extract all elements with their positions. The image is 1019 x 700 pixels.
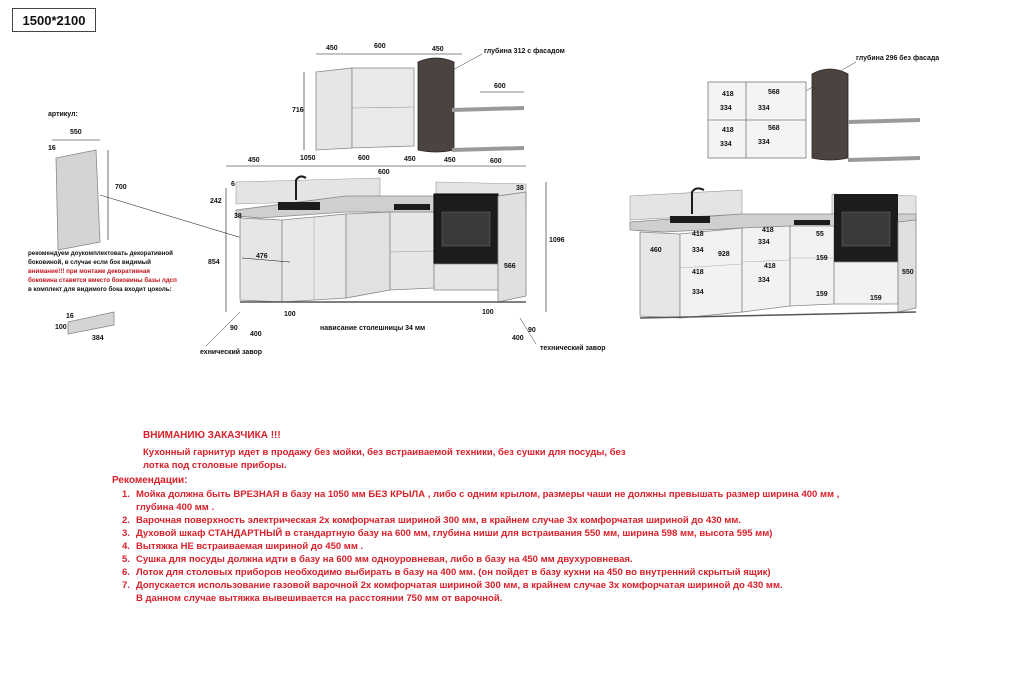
svg-text:334: 334 bbox=[758, 277, 770, 284]
svg-text:334: 334 bbox=[720, 105, 732, 112]
svg-text:334: 334 bbox=[720, 141, 732, 148]
svg-text:566: 566 bbox=[504, 263, 516, 270]
list-item: 2.Варочная поверхность электрическая 2х … bbox=[122, 515, 742, 526]
svg-text:418: 418 bbox=[722, 91, 734, 98]
tech-gap-right-label: технический завор bbox=[540, 344, 606, 352]
base-cabinet-right bbox=[497, 191, 527, 303]
svg-text:450: 450 bbox=[248, 157, 260, 164]
panel-thickness-dim: 16 bbox=[48, 145, 56, 152]
svg-text:38: 38 bbox=[234, 213, 242, 220]
svg-text:450: 450 bbox=[444, 157, 456, 164]
upper-cabinet-left bbox=[315, 67, 353, 151]
svg-text:600: 600 bbox=[494, 83, 506, 90]
svg-text:568: 568 bbox=[768, 125, 780, 132]
list-item: 1.Мойка должна быть ВРЕЗНАЯ в базу на 10… bbox=[122, 489, 840, 500]
svg-text:242: 242 bbox=[210, 198, 222, 205]
svg-text:450: 450 bbox=[326, 45, 338, 52]
upper-cabinet-middle bbox=[351, 67, 415, 149]
kitchen-drawings: артикул: 550 16 700 16 100 384 450 600 4… bbox=[48, 43, 939, 356]
svg-text:600: 600 bbox=[490, 158, 502, 165]
depth-label-front: глубина 312 с фасадом bbox=[484, 47, 565, 55]
svg-text:1050: 1050 bbox=[300, 155, 316, 162]
kitchen-front-view: 450 600 450 глубина 312 с фасадом 716 60… bbox=[200, 43, 606, 356]
svg-text:159: 159 bbox=[816, 255, 828, 262]
svg-text:400: 400 bbox=[250, 331, 262, 338]
side-panel-notes: рекомендуем доукомплектовать декоративно… bbox=[28, 250, 177, 293]
svg-text:600: 600 bbox=[358, 155, 370, 162]
svg-text:450: 450 bbox=[404, 156, 416, 163]
base-cabinet-middle bbox=[345, 211, 391, 299]
chimney-hood-open bbox=[811, 68, 849, 161]
svg-text:400: 400 bbox=[512, 335, 524, 342]
svg-text:568: 568 bbox=[768, 89, 780, 96]
svg-text:334: 334 bbox=[758, 139, 770, 146]
svg-text:55: 55 bbox=[816, 231, 824, 238]
list-item: 5.Сушка для посуды должна идти в базу на… bbox=[122, 554, 633, 565]
plinth-piece bbox=[67, 311, 115, 335]
svg-text:928: 928 bbox=[718, 251, 730, 258]
svg-text:334: 334 bbox=[692, 247, 704, 254]
kitchen-open-view: глубина 296 без фасада 418 568 334 334 4… bbox=[629, 54, 939, 319]
svg-text:334: 334 bbox=[758, 105, 770, 112]
size-title: 1500*2100 bbox=[12, 8, 96, 32]
list-item: 6.Лоток для столовых приборов необходимо… bbox=[122, 567, 771, 578]
overhang-label: нависание столешницы 34 мм bbox=[320, 325, 425, 332]
plinth-width-dim: 384 bbox=[92, 335, 104, 342]
svg-text:6: 6 bbox=[231, 181, 235, 188]
svg-text:334: 334 bbox=[692, 289, 704, 296]
svg-text:600: 600 bbox=[378, 169, 390, 176]
sink bbox=[278, 202, 320, 210]
chimney-hood bbox=[417, 57, 455, 153]
base-cabinet-corner-side bbox=[239, 217, 283, 303]
faucet bbox=[295, 175, 307, 200]
open-shelf-top bbox=[452, 106, 524, 112]
svg-text:334: 334 bbox=[758, 239, 770, 246]
svg-text:550: 550 bbox=[902, 269, 914, 276]
recommendations-list: 1.Мойка должна быть ВРЕЗНАЯ в базу на 10… bbox=[122, 488, 902, 605]
svg-text:418: 418 bbox=[722, 127, 734, 134]
plinth-height-dim: 100 bbox=[55, 324, 67, 331]
open-shelf-bottom bbox=[452, 146, 524, 152]
list-item: 3.Духовой шкаф СТАНДАРТНЫЙ в стандартную… bbox=[122, 528, 773, 539]
list-item: 4.Вытяжка НЕ встраиваемая шириной до 450… bbox=[122, 541, 364, 552]
svg-text:450: 450 bbox=[432, 46, 444, 53]
svg-text:90: 90 bbox=[230, 325, 238, 332]
svg-text:418: 418 bbox=[692, 231, 704, 238]
warning-body: Кухонный гарнитур идет в продажу без мой… bbox=[143, 447, 626, 471]
svg-text:460: 460 bbox=[650, 247, 662, 254]
upper-height-dim: 716 bbox=[292, 107, 304, 114]
list-item: 7.Допускается использование газовой варо… bbox=[122, 580, 783, 591]
svg-text:38: 38 bbox=[516, 185, 524, 192]
list-item: В данном случае вытяжка вывешивается на … bbox=[136, 593, 503, 604]
svg-text:418: 418 bbox=[764, 263, 776, 270]
recommendations-title: Рекомендации: bbox=[112, 475, 188, 486]
warning-title: ВНИМАНИЮ ЗАКАЗЧИКА !!! bbox=[143, 430, 281, 441]
svg-text:90: 90 bbox=[528, 327, 536, 334]
svg-text:476: 476 bbox=[256, 253, 268, 260]
svg-text:100: 100 bbox=[482, 309, 494, 316]
depth-label-open: глубина 296 без фасада bbox=[856, 54, 939, 62]
cooktop bbox=[394, 204, 430, 210]
tech-gap-left-label: ехнический завор bbox=[200, 348, 262, 356]
svg-text:418: 418 bbox=[692, 269, 704, 276]
plinth-thickness-dim: 16 bbox=[66, 313, 74, 320]
svg-text:1096: 1096 bbox=[549, 237, 565, 244]
panel-width-dim: 550 bbox=[70, 129, 82, 136]
list-item: глубина 400 мм . bbox=[136, 502, 215, 513]
decorative-side-panel bbox=[55, 149, 101, 251]
svg-text:159: 159 bbox=[816, 291, 828, 298]
svg-text:600: 600 bbox=[374, 43, 386, 50]
panel-height-dim: 700 bbox=[115, 184, 127, 191]
svg-text:418: 418 bbox=[762, 227, 774, 234]
svg-text:159: 159 bbox=[870, 295, 882, 302]
svg-text:100: 100 bbox=[284, 311, 296, 318]
side-panel-drawing: артикул: 550 16 700 16 100 384 bbox=[48, 111, 263, 342]
article-label: артикул: bbox=[48, 111, 78, 118]
svg-text:854: 854 bbox=[208, 259, 220, 266]
